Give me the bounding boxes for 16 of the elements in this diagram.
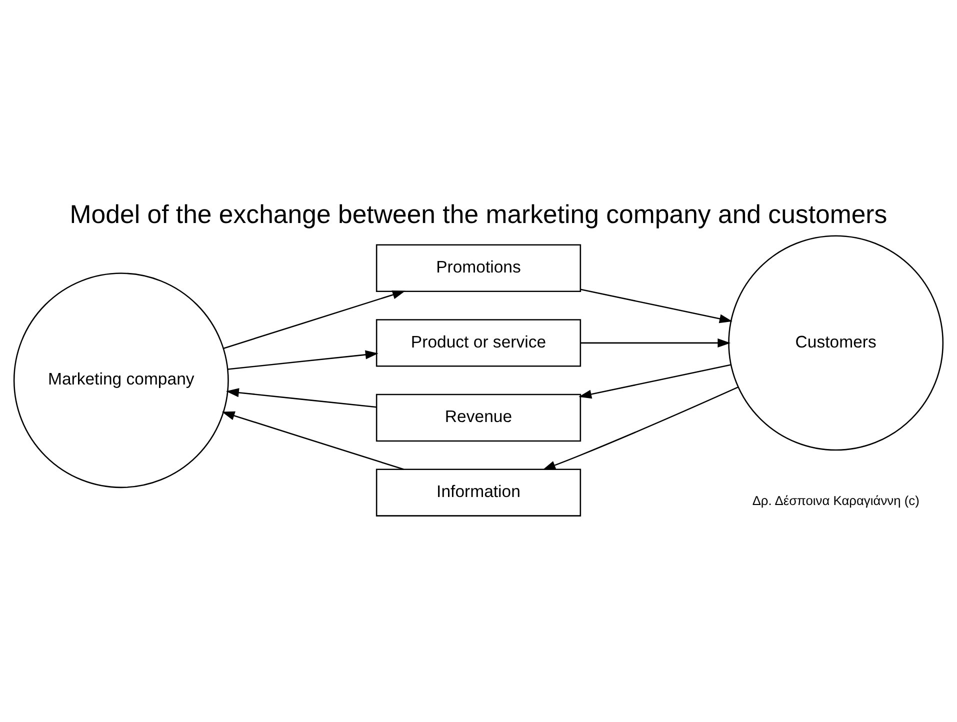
node-box: Promotions xyxy=(376,244,582,292)
arrow xyxy=(228,350,378,370)
arrow xyxy=(226,388,376,408)
arrow xyxy=(222,411,404,470)
node-circle: Customers xyxy=(728,235,944,451)
label: Δρ. Δέσποινα Καραγιάννη (c) xyxy=(752,492,920,508)
arrow xyxy=(223,290,406,349)
diagram-title: Model of the exchange between the marketing company and customers xyxy=(70,200,888,229)
arrow xyxy=(542,386,738,470)
node-box: Information xyxy=(376,468,582,516)
arrow xyxy=(580,288,732,324)
arrow xyxy=(578,364,731,399)
node-box: Revenue xyxy=(376,394,582,442)
arrow xyxy=(580,338,731,348)
node-circle: Marketing company xyxy=(13,272,229,488)
node-box: Product or service xyxy=(376,319,582,367)
